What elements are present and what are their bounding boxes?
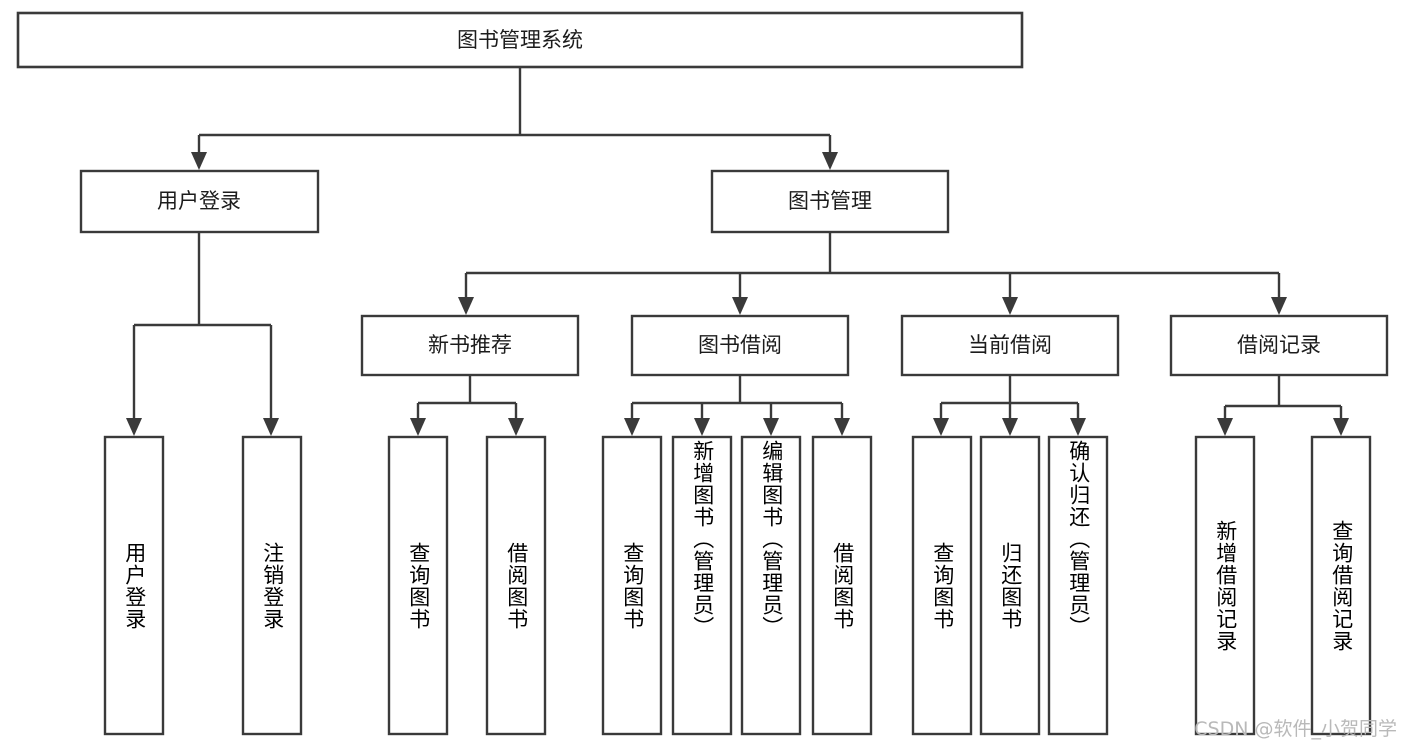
arrow-to-leaf-add-book [694, 418, 710, 436]
node-leaf-edit-book[interactable]: 编辑图书（管理员） [740, 435, 802, 736]
leaf-query-books-2-label: 查询图书 [620, 541, 645, 630]
book-borrow-box[interactable] [630, 314, 850, 377]
book-management-label: 图书管理 [788, 189, 872, 213]
node-leaf-borrow-books-2[interactable]: 借阅图书 [811, 435, 873, 736]
leaf-borrow-books-1-label: 借阅图书 [504, 541, 529, 630]
leaf-borrow-books-2-box[interactable] [811, 435, 873, 736]
node-leaf-return-books[interactable]: 归还图书 [979, 435, 1041, 736]
leaf-edit-book-box[interactable] [740, 435, 802, 736]
leaf-return-books-box[interactable] [979, 435, 1041, 736]
node-leaf-confirm-return[interactable]: 确认归还（管理员） [1047, 435, 1109, 736]
book-borrow-label: 图书借阅 [698, 333, 782, 357]
root-box[interactable] [16, 11, 1024, 69]
book-management-box[interactable] [710, 169, 950, 234]
new-book-recommend-label: 新书推荐 [428, 333, 512, 357]
node-leaf-borrow-books-1[interactable]: 借阅图书 [485, 435, 547, 736]
arrow-to-book-borrow [732, 297, 748, 315]
leaf-query-record-label: 查询借阅记录 [1329, 519, 1354, 652]
leaf-confirm-return-label: 确认归还（管理员） [1066, 440, 1091, 638]
leaf-user-login-label: 用户登录 [122, 541, 147, 630]
node-borrow-record[interactable]: 借阅记录 [1169, 314, 1389, 377]
node-user-login[interactable]: 用户登录 [79, 169, 320, 234]
arrow-to-leaf-add-record [1217, 418, 1233, 436]
leaf-borrow-books-2-label: 借阅图书 [830, 541, 855, 630]
leaf-group: 用户登录 注销登录 查询图书 [103, 435, 1372, 736]
user-login-label: 用户登录 [157, 189, 241, 213]
csdn-watermark: CSDN @软件_小贺同学 [1194, 718, 1397, 740]
leaf-add-record-label: 新增借阅记录 [1213, 519, 1238, 652]
arrow-to-leaf-query-books-3 [933, 418, 949, 436]
connector-group-leaves-book-borrow [630, 375, 844, 418]
leaf-borrow-books-1-box[interactable] [485, 435, 547, 736]
arrow-to-leaf-query-record [1333, 418, 1349, 436]
arrow-to-leaf-return-books [1002, 418, 1018, 436]
arrow-to-borrow-record [1271, 297, 1287, 315]
leaf-user-login-box[interactable] [103, 435, 165, 736]
node-leaf-query-books-2[interactable]: 查询图书 [601, 435, 663, 736]
node-root[interactable]: 图书管理系统 [16, 11, 1024, 69]
node-leaf-logout-login[interactable]: 注销登录 [241, 435, 303, 736]
user-login-box[interactable] [79, 169, 320, 234]
arrow-to-leaf-borrow-books-2 [834, 418, 850, 436]
node-current-borrow[interactable]: 当前借阅 [900, 314, 1120, 377]
new-book-recommend-box[interactable] [360, 314, 580, 377]
node-book-borrow[interactable]: 图书借阅 [630, 314, 850, 377]
node-leaf-query-books-3[interactable]: 查询图书 [911, 435, 973, 736]
leaf-query-books-1-box[interactable] [387, 435, 449, 736]
leaf-query-books-3-box[interactable] [911, 435, 973, 736]
arrow-to-book-management [822, 152, 838, 170]
node-new-book-recommend[interactable]: 新书推荐 [360, 314, 580, 377]
connector-group-leaves-current-borrow [939, 375, 1080, 418]
connector-group-leaves-user-login [132, 232, 273, 418]
connector-group-leaves-borrow-record [1223, 375, 1343, 418]
arrow-to-leaf-edit-book [763, 418, 779, 436]
leaf-add-book-label: 新增图书（管理员） [690, 440, 715, 638]
arrow-to-leaf-query-books-2 [624, 418, 640, 436]
leaf-edit-book-label: 编辑图书（管理员） [759, 440, 784, 638]
leaf-query-books-3-label: 查询图书 [930, 541, 955, 630]
leaf-add-book-box[interactable] [671, 435, 733, 736]
leaf-return-books-label: 归还图书 [998, 541, 1023, 630]
leaf-logout-login-label: 注销登录 [260, 541, 285, 630]
arrow-to-leaf-borrow-books-1 [508, 418, 524, 436]
current-borrow-box[interactable] [900, 314, 1120, 377]
connector-group-leaves-new-book [416, 375, 518, 418]
node-leaf-query-books-1[interactable]: 查询图书 [387, 435, 449, 736]
arrow-to-current-borrow [1002, 297, 1018, 315]
borrow-record-box[interactable] [1169, 314, 1389, 377]
connector-group-level3 [464, 232, 1281, 297]
connector-group-root [197, 67, 832, 152]
arrow-to-leaf-user-login [126, 418, 142, 436]
arrow-to-new-book-recommend [458, 297, 474, 315]
leaf-confirm-return-box[interactable] [1047, 435, 1109, 736]
arrow-to-leaf-query-books-1 [410, 418, 426, 436]
leaf-query-books-1-label: 查询图书 [406, 541, 431, 630]
arrow-to-leaf-logout-login [263, 418, 279, 436]
leaf-logout-login-box[interactable] [241, 435, 303, 736]
leaf-add-record-box[interactable] [1194, 435, 1256, 736]
node-leaf-query-record[interactable]: 查询借阅记录 [1310, 435, 1372, 736]
current-borrow-label: 当前借阅 [968, 333, 1052, 357]
arrow-to-user-login [191, 152, 207, 170]
leaf-query-record-box[interactable] [1310, 435, 1372, 736]
borrow-record-label: 借阅记录 [1237, 333, 1321, 357]
root-label: 图书管理系统 [457, 28, 583, 52]
node-leaf-add-book[interactable]: 新增图书（管理员） [671, 435, 733, 736]
arrow-to-leaf-confirm-return [1070, 418, 1086, 436]
leaf-query-books-2-box[interactable] [601, 435, 663, 736]
node-book-management[interactable]: 图书管理 [710, 169, 950, 234]
node-leaf-add-record[interactable]: 新增借阅记录 [1194, 435, 1256, 736]
node-leaf-user-login[interactable]: 用户登录 [103, 435, 165, 736]
